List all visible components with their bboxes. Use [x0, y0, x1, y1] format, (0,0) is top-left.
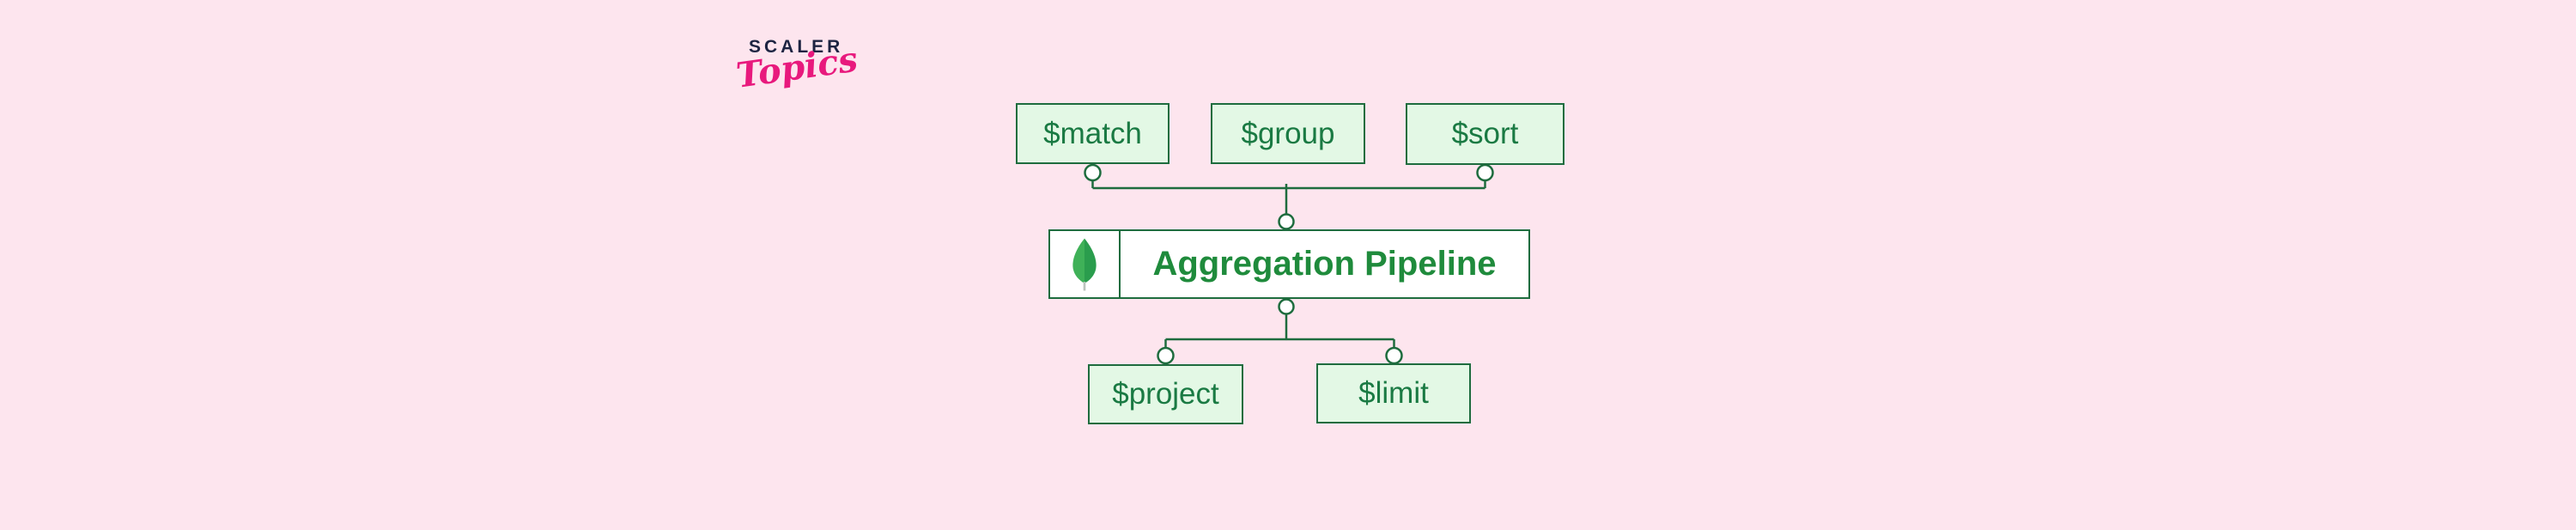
limit-connector-circle	[1385, 346, 1403, 365]
stage-label-group: $group	[1241, 116, 1335, 150]
sort-connector-circle	[1476, 163, 1494, 182]
scaler-topics-logo: SCALER Topics	[734, 37, 874, 115]
pipeline-bottom-connector-circle	[1278, 298, 1295, 315]
stage-node-sort: $sort	[1406, 103, 1564, 165]
scaler-wordmark: SCALER	[749, 37, 844, 57]
stage-node-group: $group	[1211, 103, 1365, 164]
stage-label-project: $project	[1112, 377, 1219, 411]
stage-node-project: $project	[1088, 364, 1243, 424]
stage-label-sort: $sort	[1451, 117, 1519, 150]
stage-node-match: $match	[1016, 103, 1170, 164]
stage-label-limit: $limit	[1358, 376, 1429, 410]
mongodb-leaf-icon	[1072, 238, 1097, 290]
match-connector-circle	[1084, 163, 1102, 182]
project-connector-circle	[1157, 346, 1175, 365]
stage-node-limit: $limit	[1316, 363, 1471, 423]
pipeline-title: Aggregation Pipeline	[1152, 245, 1497, 283]
pipeline-top-connector-circle	[1278, 213, 1295, 230]
aggregation-pipeline-node: Aggregation Pipeline	[1048, 229, 1530, 299]
pipeline-icon-cell	[1050, 231, 1121, 297]
stage-label-match: $match	[1043, 116, 1142, 150]
